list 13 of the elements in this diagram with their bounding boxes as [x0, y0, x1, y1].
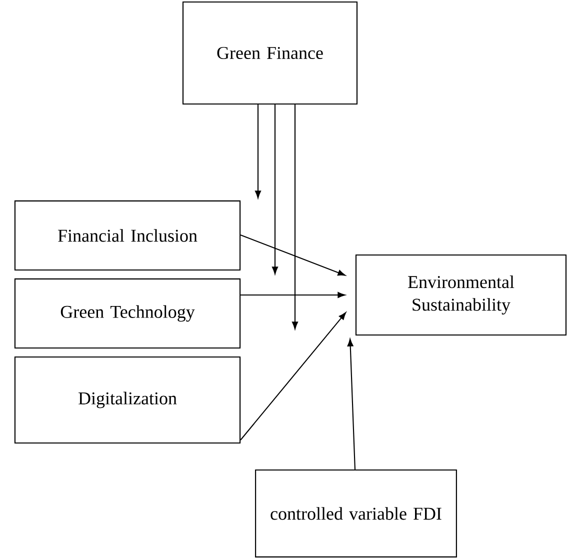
- arrow: [240, 234, 346, 276]
- variable-box: Green Finance: [182, 1, 358, 105]
- variable-box: controlled variable FDI: [255, 470, 457, 558]
- variable-box: Green Technology: [14, 278, 241, 349]
- arrow: [240, 292, 346, 298]
- variable-box: Financial Inclusion: [14, 200, 241, 271]
- arrow: [272, 104, 278, 274]
- variable-box: Digitalization: [14, 356, 241, 444]
- arrow: [255, 104, 261, 198]
- arrow: [240, 312, 346, 440]
- arrow: [347, 338, 356, 470]
- arrow: [292, 104, 298, 330]
- variable-box: Environmental Sustainability: [355, 254, 567, 336]
